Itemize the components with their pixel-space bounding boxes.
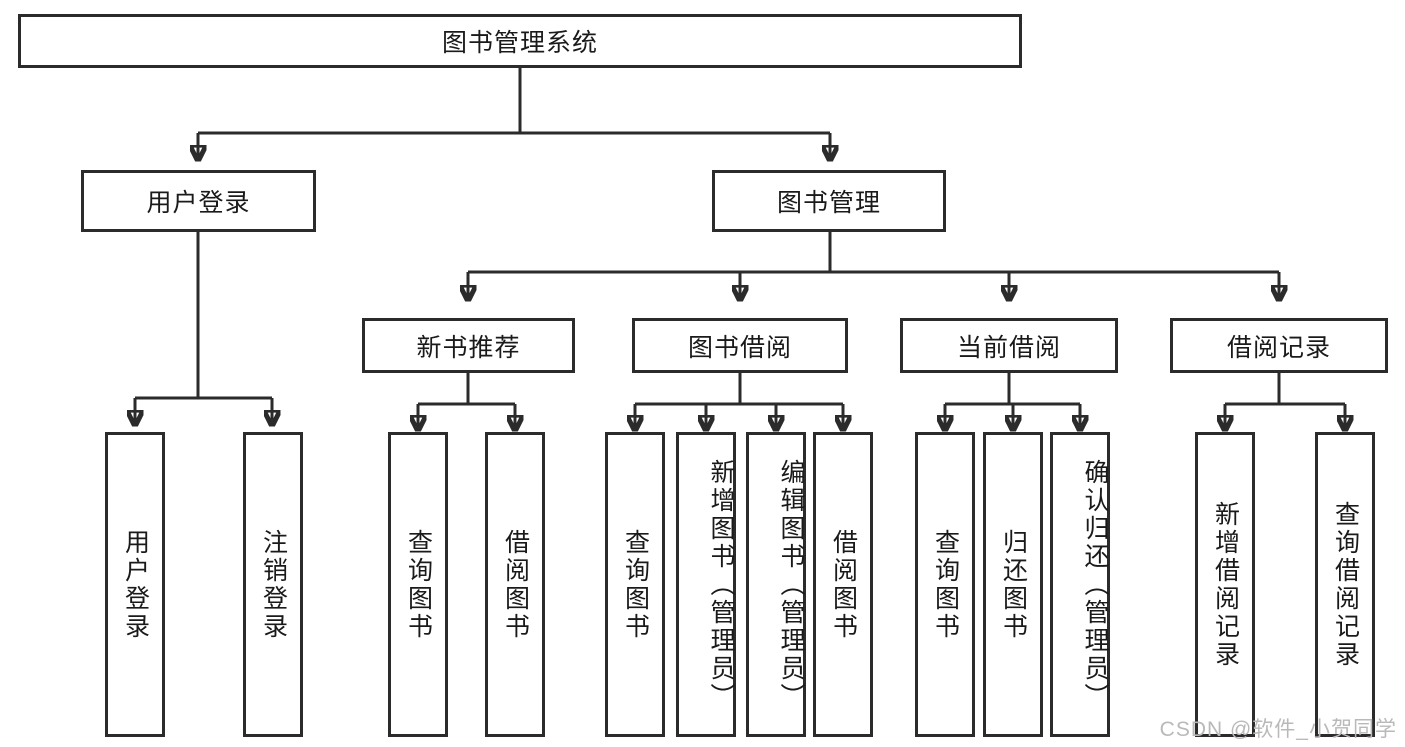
node-leaf-query-book-recommend[interactable]: 查询图书	[388, 432, 448, 737]
node-book-management[interactable]: 图书管理	[712, 170, 946, 232]
node-label: 用户登录	[146, 189, 251, 217]
node-label: 图书借阅	[687, 333, 792, 362]
node-leaf-query-book-borrow[interactable]: 查询图书	[605, 432, 665, 737]
node-leaf-query-borrow-record[interactable]: 查询借阅记录	[1315, 432, 1375, 737]
node-label: 新增图书（管理员）	[707, 458, 735, 711]
node-leaf-add-borrow-record[interactable]: 新增借阅记录	[1195, 432, 1255, 737]
node-leaf-add-book-admin[interactable]: 新增图书（管理员）	[676, 432, 736, 737]
node-book-borrow[interactable]: 图书借阅	[632, 318, 848, 373]
node-label: 注销登录	[259, 528, 288, 641]
node-label: 用户登录	[121, 528, 150, 641]
node-label: 借阅记录	[1226, 333, 1331, 362]
node-label: 借阅图书	[501, 528, 530, 641]
node-label: 确认归还（管理员）	[1081, 458, 1109, 711]
node-label: 查询图书	[621, 528, 650, 641]
node-label: 归还图书	[999, 528, 1028, 641]
node-label: 图书管理系统	[441, 29, 598, 57]
node-root-system[interactable]: 图书管理系统	[18, 14, 1022, 68]
node-user-login[interactable]: 用户登录	[81, 170, 316, 232]
node-borrow-record[interactable]: 借阅记录	[1170, 318, 1388, 373]
watermark: CSDN @软件_小贺同学	[1159, 718, 1397, 741]
node-leaf-borrow-book-recommend[interactable]: 借阅图书	[485, 432, 545, 737]
node-label: 编辑图书（管理员）	[777, 458, 805, 711]
node-label: 借阅图书	[829, 528, 858, 641]
node-label: 当前借阅	[956, 333, 1061, 362]
node-label: 图书管理	[776, 189, 881, 217]
node-label: 新增借阅记录	[1211, 500, 1240, 669]
node-leaf-return-book[interactable]: 归还图书	[983, 432, 1043, 737]
node-leaf-edit-book-admin[interactable]: 编辑图书（管理员）	[746, 432, 806, 737]
node-leaf-query-book-current[interactable]: 查询图书	[915, 432, 975, 737]
node-leaf-user-login[interactable]: 用户登录	[105, 432, 165, 737]
node-new-book-recommend[interactable]: 新书推荐	[362, 318, 575, 373]
node-label: 查询借阅记录	[1331, 500, 1360, 669]
node-label: 查询图书	[931, 528, 960, 641]
node-current-borrow[interactable]: 当前借阅	[900, 318, 1118, 373]
node-leaf-logout[interactable]: 注销登录	[243, 432, 303, 737]
node-label: 查询图书	[404, 528, 433, 641]
node-leaf-borrow-book[interactable]: 借阅图书	[813, 432, 873, 737]
node-leaf-confirm-return-admin[interactable]: 确认归还（管理员）	[1050, 432, 1110, 737]
node-label: 新书推荐	[416, 333, 521, 362]
